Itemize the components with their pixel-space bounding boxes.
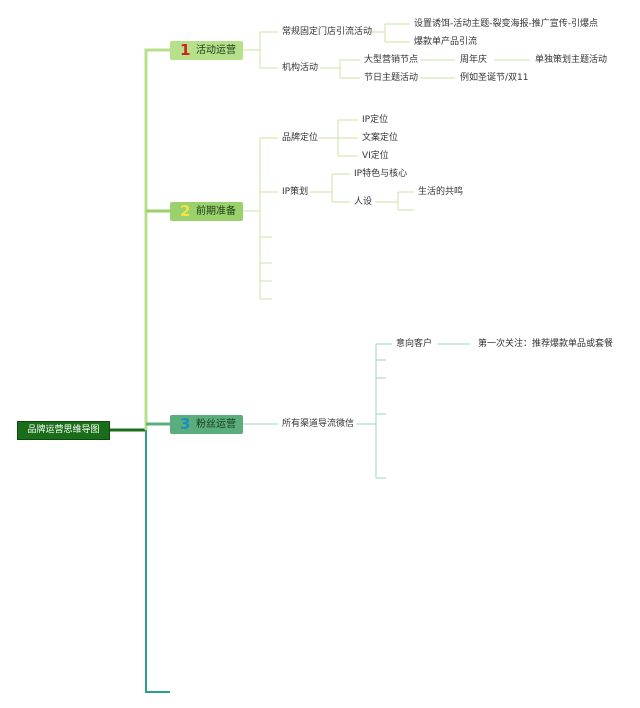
node-festival-example[interactable]: 例如圣诞节/双11 bbox=[460, 73, 529, 83]
node-first-follow[interactable]: 第一次关注：推荐爆款单品或套餐 bbox=[478, 339, 614, 349]
node-ip-positioning[interactable]: IP定位 bbox=[362, 115, 389, 125]
branch-label: 前期准备 bbox=[196, 206, 236, 217]
branch-number: 1 bbox=[180, 41, 191, 59]
branch-label: 活动运营 bbox=[196, 45, 236, 56]
branch-node-preparation[interactable]: 2 前期准备 bbox=[170, 202, 243, 221]
node-org-activity[interactable]: 机构活动 bbox=[282, 63, 319, 73]
branch-number: 2 bbox=[180, 202, 191, 220]
trunk-lower bbox=[145, 430, 170, 693]
node-persona[interactable]: 人设 bbox=[354, 197, 373, 207]
node-intent-customer[interactable]: 意向客户 bbox=[396, 339, 433, 349]
root-node[interactable]: 品牌运营思维导图 bbox=[17, 421, 110, 440]
node-vi-positioning[interactable]: VI定位 bbox=[362, 151, 389, 161]
node-life-resonance[interactable]: 生活的共鸣 bbox=[418, 187, 464, 197]
node-regular-activity[interactable]: 常规固定门店引流活动 bbox=[282, 27, 373, 37]
trunk-upper bbox=[144, 48, 170, 430]
node-standalone-theme[interactable]: 单独策划主题活动 bbox=[535, 55, 608, 65]
branch-node-activity[interactable]: 1 活动运营 bbox=[170, 41, 243, 60]
node-copy-positioning[interactable]: 文案定位 bbox=[362, 133, 399, 143]
node-anniversary[interactable]: 周年庆 bbox=[460, 55, 488, 65]
branch-label: 粉丝运营 bbox=[196, 419, 236, 430]
branch-node-fans[interactable]: 3 粉丝运营 bbox=[170, 415, 243, 434]
node-ip-planning[interactable]: IP策划 bbox=[282, 187, 309, 197]
node-ip-feature[interactable]: IP特色与核心 bbox=[354, 169, 408, 179]
node-big-marketing[interactable]: 大型营销节点 bbox=[364, 55, 419, 65]
node-wechat-funnel[interactable]: 所有渠道导流微信 bbox=[282, 419, 355, 429]
node-festival-theme[interactable]: 节日主题活动 bbox=[364, 73, 419, 83]
node-regular-step-2[interactable]: 爆款单产品引流 bbox=[414, 37, 478, 47]
branch-number: 3 bbox=[180, 415, 191, 433]
node-regular-step-1[interactable]: 设置诱饵-活动主题-裂变海报-推广宣传-引爆点 bbox=[414, 19, 598, 29]
node-brand-positioning[interactable]: 品牌定位 bbox=[282, 133, 319, 143]
